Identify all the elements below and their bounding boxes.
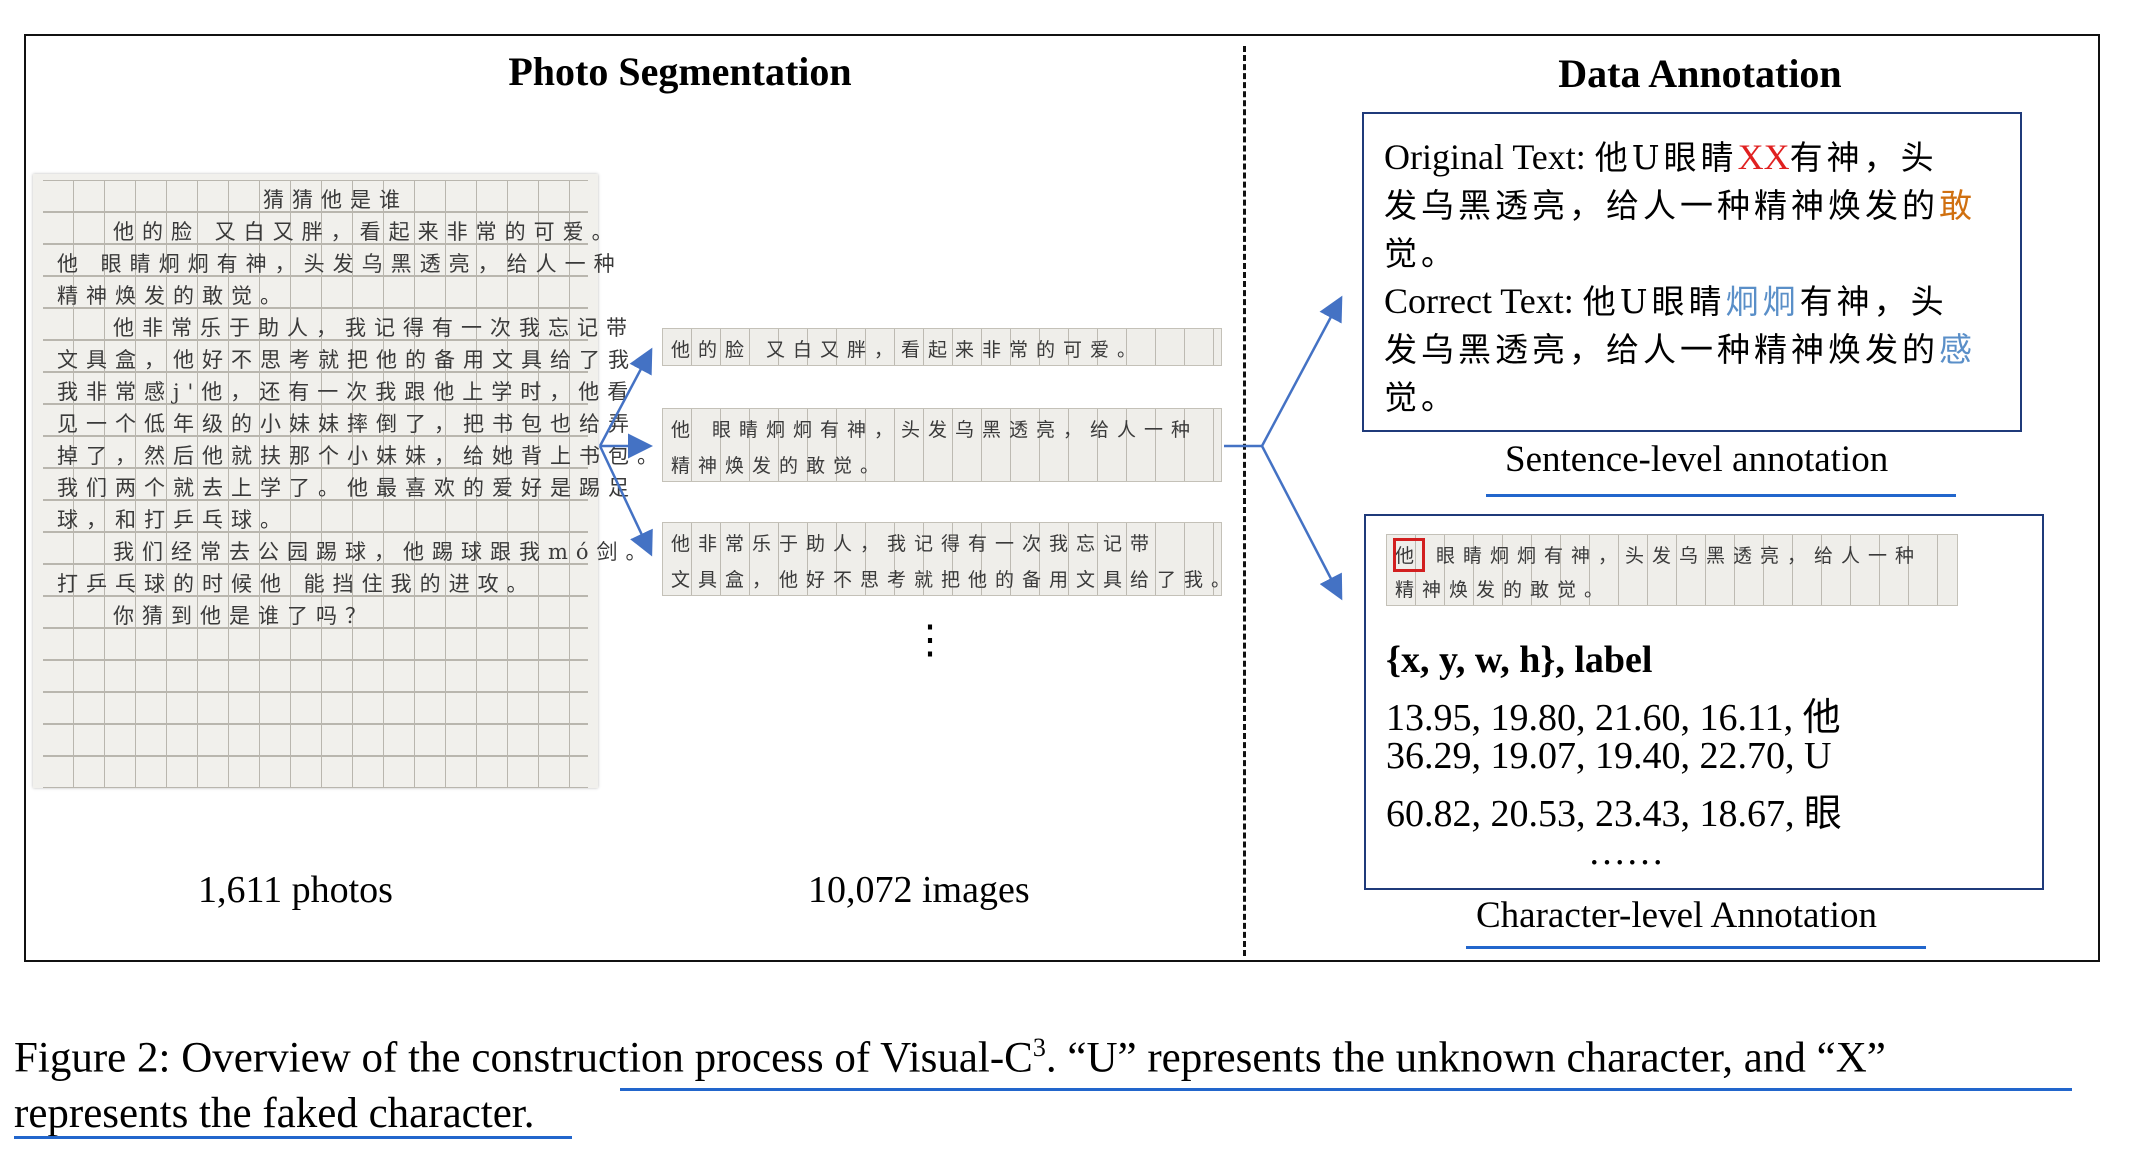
coord-ellipsis: …… [1588,831,1664,873]
original-text-line-3: 觉。 [1384,230,1458,277]
correct-mid: 有神，头 [1799,282,1948,321]
photo-line: 你猜到他是谁了吗？ [113,604,374,628]
original-pre: 他U眼睛 [1594,138,1738,177]
photo-grid-row: 我非常感j'他，还有一次我跟他上学时，他看 [43,372,628,404]
photo-grid-row: 见一个低年级的小妹妹摔倒了，把书包也给弄 [43,404,629,436]
strip-3-line-2: 文具盒，他好不思考就把他的备用文具给了我。 [671,569,1222,591]
caption-line-1: Figure 2: Overview of the construction p… [14,1020,2124,1086]
original-mid: 有神，头 [1789,138,1938,177]
strip-1-line-1: 他的脸 又白又胖，看起来非常的可爱。 [671,339,1145,361]
sentence-annotation-box: Original Text: 他U眼睛XX有神，头 发乌黑透亮，给人一种精神焕发… [1362,112,2022,432]
correct-label: Correct Text: [1384,281,1574,321]
strip-3-line-1: 他非常乐于助人，我记得有一次我忘记带 [671,533,1158,555]
photo-grid-row: 球，和打乒乓球。 [43,500,588,532]
photo-line: 猜猜他是谁 [263,188,408,212]
more-strips-ellipsis: ⋮ [910,617,950,662]
correct-pre: 他U眼睛 [1582,282,1726,321]
original-fake: XX [1737,137,1790,177]
original-line2-pre: 发乌黑透亮，给人一种精神焕发的 [1384,186,1939,225]
strip-2-line-1: 他 眼睛炯炯有神，头发乌黑透亮，给人一种 [671,419,1199,441]
character-bounding-box [1393,538,1425,572]
figure-caption: Figure 2: Overview of the construction p… [14,1020,2124,1142]
data-annotation-title: Data Annotation [1558,51,1842,96]
original-line3: 觉。 [1384,234,1458,273]
photo-grid-row: 你猜到他是谁了吗？ [43,596,588,628]
photo-grid-row: 文具盒，他好不思考就把他的备用文具给了我。 [43,340,658,372]
coord-header: {x, y, w, h}, label [1386,639,1653,681]
character-caption-underline [1466,946,1926,949]
images-count: 10,072 images [808,869,1030,911]
photo-segmentation-title: Photo Segmentation [508,49,852,94]
photo-grid-row [43,756,588,788]
correct-text-line-2: 发乌黑透亮，给人一种精神焕发的感 [1384,326,1976,373]
strip-2-line-2: 精神焕发的敢觉。 [671,455,888,477]
correct-fix-char: 感 [1939,330,1976,369]
photo-line: 他非常乐于助人，我记得有一次我忘记带 [113,316,635,340]
photo-line: 打乒乓球的时候他 能挡住我的进攻。 [57,572,536,596]
sentence-caption-underline [1486,494,1956,497]
caption-superscript: 3 [1032,1033,1046,1062]
photo-grid-row [43,660,588,692]
photo-grid-row: 掉了，然后他就扶那个小妹妹，给她背上书包。 [43,436,658,468]
character-level-caption: Character-level Annotation [1476,895,1877,936]
original-text-line-2: 发乌黑透亮，给人一种精神焕发的敢 [1384,182,1976,229]
photo-line: 文具盒，他好不思考就把他的备用文具给了我。 [57,348,666,372]
caption-line1-pre: Figure 2: Overview of the construction p… [14,1034,1033,1082]
original-wrong-char: 敢 [1939,186,1976,225]
original-text-line-1: Original Text: 他U眼睛XX有神，头 [1384,134,1938,181]
photo-grid-row: 精神焕发的敢觉。 [43,276,588,308]
photo-grid-row: 他 眼睛炯炯有神，头发乌黑透亮，给人一种 [43,244,615,276]
sentence-level-caption: Sentence-level annotation [1505,439,1889,480]
photo-grid-row [43,628,588,660]
photo-grid-row: 我们两个就去上学了。他最喜欢的爱好是踢足 [43,468,629,500]
photos-count: 1,611 photos [198,869,393,911]
character-strip: 他 眼睛炯炯有神，头发乌黑透亮，给人一种 精神焕发的敢觉。 [1386,534,1958,606]
photo-grid-row: 猜猜他是谁 [43,180,588,212]
photo-line: 他的脸 又白又胖，看起来非常的可爱。 [113,220,621,244]
handwritten-photo: 猜猜他是谁他的脸 又白又胖，看起来非常的可爱。他 眼睛炯炯有神，头发乌黑透亮，给… [33,174,658,788]
correct-line3: 觉。 [1384,378,1458,417]
photo-grid-row: 我们经常去公园踢球，他踢球跟我mó剑。 [43,532,647,564]
caption-underline-1 [620,1088,2072,1091]
photo-line: 我们两个就去上学了。他最喜欢的爱好是踢足 [57,476,637,500]
photo-line: 他 眼睛炯炯有神，头发乌黑透亮，给人一种 [57,252,623,276]
correct-text-line-1: Correct Text: 他U眼睛炯炯有神，头 [1384,278,1948,325]
photo-grid-row [43,692,588,724]
photo-grid-row: 他的脸 又白又胖，看起来非常的可爱。 [43,212,613,244]
correct-line2-pre: 发乌黑透亮，给人一种精神焕发的 [1384,330,1939,369]
character-annotation-box: 他 眼睛炯炯有神，头发乌黑透亮，给人一种 精神焕发的敢觉。 {x, y, w, … [1364,514,2044,890]
segmented-strip-2: 他 眼睛炯炯有神，头发乌黑透亮，给人一种 精神焕发的敢觉。 [662,408,1222,482]
original-label: Original Text: [1384,137,1586,177]
char-strip-line-1: 他 眼睛炯炯有神，头发乌黑透亮，给人一种 [1395,545,1923,567]
photo-line: 我们经常去公园踢球，他踢球跟我mó剑。 [113,540,655,564]
correct-fix: 炯炯 [1725,282,1800,321]
panel-divider [1243,46,1246,956]
photo-line: 精神焕发的敢觉。 [57,284,289,308]
figure-frame [24,34,2100,962]
photo-line: 掉了，然后他就扶那个小妹妹，给她背上书包。 [57,444,666,468]
caption-line1-post: . “U” represents the unknown character, … [1045,1034,1886,1082]
coord-row-2: 36.29, 19.07, 19.40, 22.70, U [1386,735,1832,777]
char-strip-line-2: 精神焕发的敢觉。 [1395,579,1612,601]
photo-line: 我非常感j'他，还有一次我跟他上学时，他看 [57,380,637,404]
coord-row-1: 13.95, 19.80, 21.60, 16.11, 他 [1386,697,1841,739]
photo-grid-row: 打乒乓球的时候他 能挡住我的进攻。 [43,564,588,596]
photo-grid-row: 他非常乐于助人，我记得有一次我忘记带 [43,308,627,340]
correct-text-line-3: 觉。 [1384,374,1458,421]
segmented-strip-3: 他非常乐于助人，我记得有一次我忘记带 文具盒，他好不思考就把他的备用文具给了我。 [662,522,1222,596]
segmented-strip-1: 他的脸 又白又胖，看起来非常的可爱。 [662,328,1222,366]
caption-underline-2 [14,1136,572,1139]
coord-row-3: 60.82, 20.53, 23.43, 18.67, 眼 [1386,793,1843,835]
photo-grid-row [43,724,588,756]
photo-line: 球，和打乒乓球。 [57,508,289,532]
photo-line: 见一个低年级的小妹妹摔倒了，把书包也给弄 [57,412,637,436]
caption-line-2: represents the faked character. [14,1090,535,1138]
